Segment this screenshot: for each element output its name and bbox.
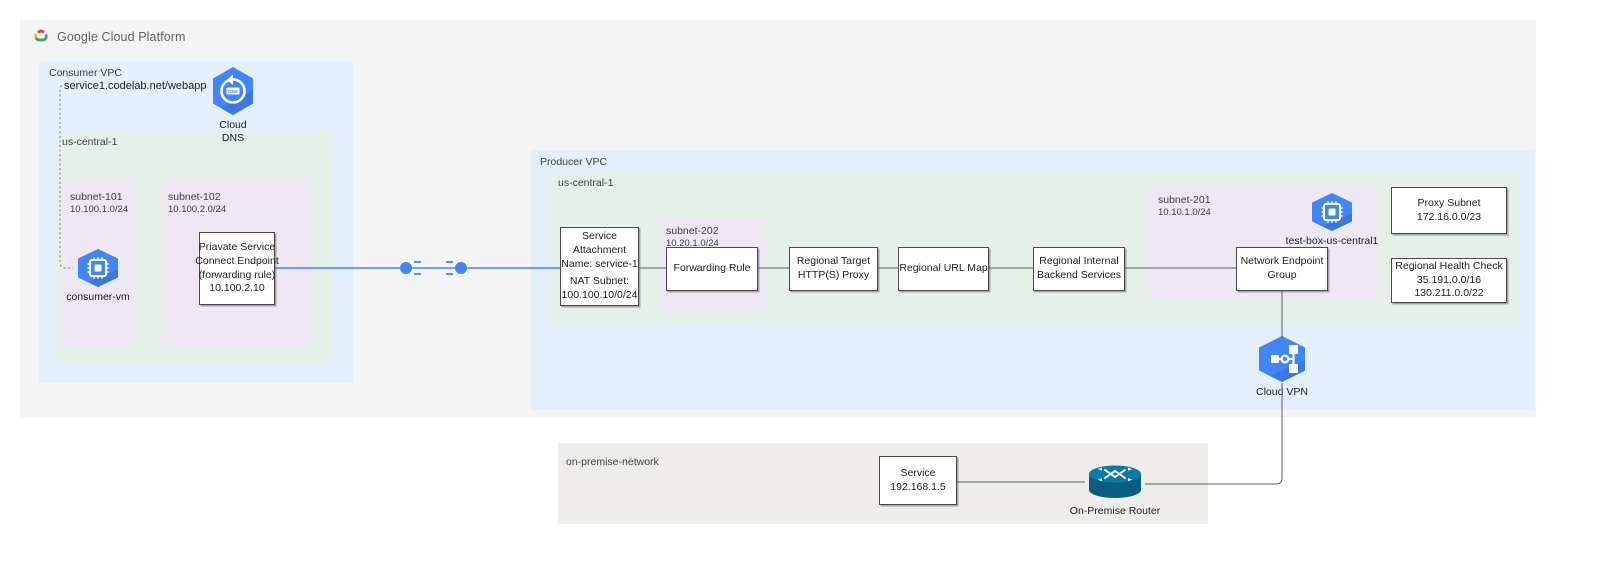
- target-proxy-line1: Regional Target: [796, 255, 871, 268]
- on-premise-network-label: on-premise-network: [566, 456, 659, 468]
- on-premise-service-line2: 192.168.1.5: [890, 480, 946, 493]
- google-cloud-logo-icon: [32, 28, 50, 46]
- consumer-region-label: us-central-1: [62, 136, 118, 148]
- svg-text:DNS: DNS: [228, 89, 238, 94]
- url-map-line1: Regional URL Map: [899, 262, 988, 275]
- cloud-dns-label: Cloud DNS: [219, 119, 246, 145]
- subnet-201-label: subnet-201 10.10.1.0/24: [1158, 193, 1211, 220]
- gcp-header-title: Google Cloud Platform: [57, 30, 186, 44]
- producer-vpc-label: Producer VPC: [540, 156, 608, 168]
- proxy-subnet-line2: 172.16.0.0/23: [1416, 210, 1482, 223]
- psc-endpoint-line4: 10.100.2.10: [209, 282, 265, 295]
- health-check-line2: 35.191.0.0/16: [1416, 273, 1482, 286]
- neg-line2: Group: [1267, 269, 1297, 281]
- target-proxy-line2: HTTP(S) Proxy: [797, 269, 870, 281]
- backend-services-line2: Backend Services: [1036, 269, 1122, 281]
- subnet-101-cidr: 10.100.1.0/24: [70, 204, 129, 216]
- service-attachment-line5: 100.100.10/0/24: [561, 289, 638, 302]
- consumer-vpc-label: Consumer VPC: [49, 67, 122, 79]
- subnet-101-name: subnet-101: [70, 191, 123, 203]
- psc-endpoint-line3: (forwarding rule): [198, 268, 276, 281]
- cloud-vpn-node[interactable]: Cloud VPN: [1256, 335, 1308, 399]
- subnet-102-cidr: 10.100.2.0/24: [168, 204, 227, 216]
- psc-endpoint-line2: Connect Endpoint: [195, 254, 279, 267]
- service-attachment-line4: NAT Subnet:: [569, 275, 630, 288]
- forwarding-rule-label: Forwarding Rule: [673, 262, 751, 275]
- regional-target-proxy-box[interactable]: Regional Target HTTP(S) Proxy: [789, 247, 878, 291]
- health-check-line1: Regional Health Check: [1395, 259, 1503, 272]
- regional-health-check-box[interactable]: Regional Health Check 35.191.0.0/16 130.…: [1391, 258, 1507, 303]
- service-attachment-line3: Name: service-1: [561, 257, 638, 270]
- proxy-subnet-box[interactable]: Proxy Subnet 172.16.0.0/23: [1391, 187, 1507, 234]
- backend-services-line1: Regional Internal: [1039, 255, 1119, 268]
- service-attachment-box[interactable]: Service Attachment Name: service-1 NAT S…: [560, 227, 639, 306]
- subnet-202-cidr: 10.20.1.0/24: [666, 238, 719, 250]
- regional-url-map-box[interactable]: Regional URL Map: [898, 247, 989, 291]
- cloud-dns-node[interactable]: DNS Cloud DNS: [205, 66, 261, 145]
- cloud-dns-icon: DNS: [211, 66, 255, 116]
- compute-engine-vm-icon: [76, 248, 120, 288]
- on-premise-router-icon: [1085, 462, 1145, 502]
- dns-record-label: service1.codelab.net/webapp: [64, 80, 207, 92]
- neg-line1: Network Endpoint: [1240, 255, 1324, 268]
- psc-endpoint-box[interactable]: Priavate Service Connect Endpoint (forwa…: [195, 232, 279, 305]
- cloud-dns-label-line2: DNS: [221, 132, 245, 145]
- subnet-102-label: subnet-102 10.100.2.0/24: [168, 190, 226, 217]
- subnet-102-name: subnet-102: [168, 191, 221, 203]
- service-attachment-line2: Attachment: [572, 243, 627, 256]
- consumer-vm-node[interactable]: consumer-vm: [66, 248, 130, 304]
- cloud-dns-label-line1: Cloud: [219, 119, 247, 131]
- subnet-101-label: subnet-101 10.100.1.0/24: [70, 190, 128, 217]
- test-box-vm-label: test-box-us-central1: [1285, 235, 1379, 247]
- on-premise-router-label: On-Premise Router: [1069, 505, 1161, 517]
- test-box-vm-node[interactable]: test-box-us-central1: [1286, 192, 1378, 248]
- psc-endpoint-line1: Priavate Service: [198, 240, 276, 253]
- forwarding-rule-box[interactable]: Forwarding Rule: [666, 247, 758, 291]
- compute-engine-vm-icon: [1310, 192, 1354, 232]
- consumer-vm-label: consumer-vm: [66, 291, 130, 303]
- cloud-vpn-icon: [1256, 335, 1308, 383]
- subnet-202-label: subnet-202 10.20.1.0/24: [666, 224, 719, 251]
- regional-backend-services-box[interactable]: Regional Internal Backend Services: [1033, 247, 1125, 291]
- proxy-subnet-line1: Proxy Subnet: [1417, 196, 1481, 209]
- service-attachment-line1: Service: [581, 230, 617, 242]
- health-check-line3: 130.211.0.0/22: [1414, 287, 1484, 300]
- network-endpoint-group-box[interactable]: Network Endpoint Group: [1236, 247, 1328, 291]
- cloud-vpn-label: Cloud VPN: [1256, 386, 1308, 398]
- subnet-202-name: subnet-202: [666, 225, 719, 237]
- on-premise-router-node[interactable]: On-Premise Router: [1070, 462, 1160, 518]
- subnet-201-name: subnet-201: [1158, 194, 1211, 206]
- subnet-201-cidr: 10.10.1.0/24: [1158, 207, 1211, 219]
- gcp-header: Google Cloud Platform: [32, 28, 186, 46]
- producer-region-label: us-central-1: [558, 177, 614, 189]
- on-premise-service-line1: Service: [900, 466, 936, 479]
- on-premise-service-box[interactable]: Service 192.168.1.5: [879, 456, 957, 505]
